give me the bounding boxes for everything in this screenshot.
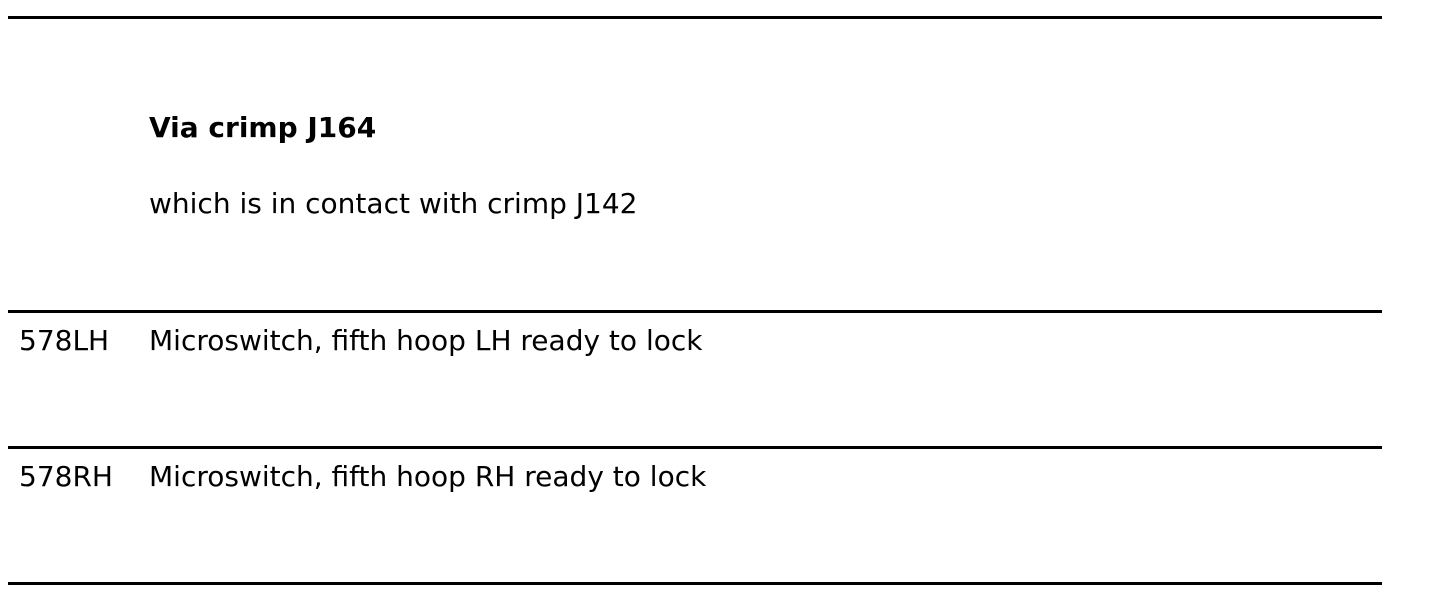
- component-code: 578LH: [19, 324, 110, 357]
- row-divider: [8, 446, 1382, 449]
- component-description: Microswitch, fifth hoop LH ready to lock: [149, 324, 703, 357]
- crimp-note: which is in contact with crimp J142: [149, 187, 638, 220]
- crimp-heading: Via crimp J164: [149, 111, 377, 144]
- table-top-rule: [8, 16, 1382, 19]
- row-divider: [8, 310, 1382, 313]
- component-description: Microswitch, fifth hoop RH ready to lock: [149, 460, 707, 493]
- table-bottom-rule: [8, 582, 1382, 585]
- component-code: 578RH: [19, 460, 113, 493]
